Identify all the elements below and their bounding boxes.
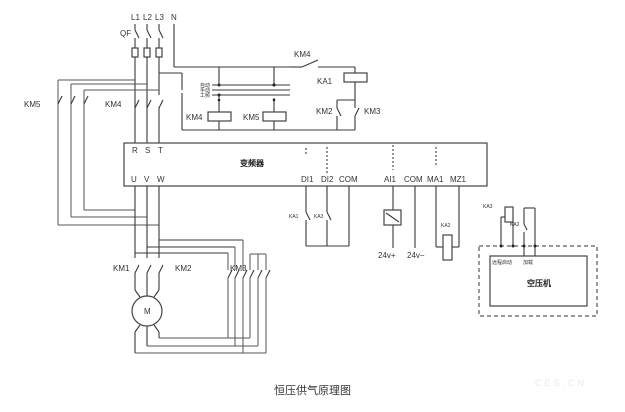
ka2-coil-label: KA2 <box>441 223 451 229</box>
fuse-l3 <box>155 47 163 58</box>
km1-contacts <box>134 264 164 298</box>
km5-contact-2 <box>70 95 76 105</box>
ka1-coil <box>343 72 368 83</box>
selector-manual-label: 手动 <box>200 87 210 94</box>
km4-coil-label: KM4 <box>186 113 203 122</box>
breaker-label: QF <box>120 29 131 38</box>
analog-input-wiring <box>383 186 416 248</box>
km2-aux-label: KM2 <box>316 107 333 116</box>
inverter-title: 变频器 <box>240 158 265 168</box>
compressor-remote-start-label: 远程启动 <box>492 259 512 266</box>
ka2-relay-wiring <box>435 186 460 261</box>
ka3-di-label: KA3 <box>314 214 324 220</box>
phase-label-l1: L1 <box>131 13 140 22</box>
terminal-mz1: MZ1 <box>450 175 467 184</box>
ka1-coil-label: KA1 <box>317 77 333 86</box>
watermark: CES.CN <box>535 378 588 388</box>
km4-aux-label: KM4 <box>294 50 311 59</box>
compressor-load-label: 加载 <box>523 259 533 266</box>
km3-label: KM3 <box>230 264 247 273</box>
ka3-compressor-label: KA3 <box>483 204 493 210</box>
terminal-com1: COM <box>339 175 358 184</box>
inverter-output-w: W <box>157 175 165 184</box>
main-supply-lines <box>131 24 290 143</box>
digital-input-wiring <box>305 186 350 247</box>
motor-label: M <box>144 307 151 316</box>
selector-auto-label: 自动 <box>200 82 210 89</box>
breaker-blade-l3 <box>158 29 164 39</box>
ka2-coil <box>442 234 453 261</box>
ka1-di-label: KA1 <box>289 214 299 220</box>
supply-24v-minus: 24v− <box>407 251 425 260</box>
km4-main-contacts <box>134 99 164 109</box>
inverter-output-u: U <box>131 175 137 184</box>
ka3-di-contact <box>326 211 332 221</box>
km2-contacts <box>227 269 248 353</box>
km1-label: KM1 <box>113 264 130 273</box>
km5-main-label: KM5 <box>24 100 41 109</box>
breaker-blade-l2 <box>146 29 152 39</box>
selector-line-label: 工频 <box>200 92 210 99</box>
km5-coil-label: KM5 <box>243 113 260 122</box>
compressor-title: 空压机 <box>527 278 551 288</box>
km4-aux-contact <box>301 59 319 68</box>
terminal-com2: COM <box>404 175 423 184</box>
supply-24v-plus: 24v+ <box>378 251 396 260</box>
terminal-dots <box>305 145 437 173</box>
inverter-input-t: T <box>158 146 163 155</box>
inverter-output-lines <box>134 186 244 270</box>
km5-bypass <box>57 79 159 226</box>
km4-main-label: KM4 <box>105 100 122 109</box>
fuse-l1 <box>131 47 139 58</box>
km2-aux-contact <box>336 107 342 117</box>
km5-contact-1 <box>57 95 63 105</box>
inverter-input-s: S <box>145 146 150 155</box>
breaker-blade-l1 <box>134 29 140 39</box>
inverter-output-v: V <box>144 175 150 184</box>
km5-contact-3 <box>83 95 89 105</box>
terminal-di1: DI1 <box>301 175 314 184</box>
km5-coil <box>262 111 287 122</box>
control-circuit <box>181 59 368 131</box>
km4-coil <box>207 111 232 122</box>
compressor-wiring <box>499 206 537 256</box>
compressor-box <box>489 255 588 307</box>
phase-label-l2: L2 <box>143 13 152 22</box>
ka2-compressor-label: KA2 <box>510 222 520 228</box>
terminal-ma1: MA1 <box>427 175 444 184</box>
motor-output-lines <box>134 324 266 354</box>
km2-label: KM2 <box>175 264 192 273</box>
ka2-compressor-contact <box>523 223 528 231</box>
km3-aux-label: KM3 <box>364 107 381 116</box>
inverter-input-r: R <box>132 146 138 155</box>
ka3-compressor-contact <box>504 206 514 223</box>
km3-contacts <box>249 253 271 353</box>
compressor-enclosure <box>478 245 598 317</box>
fuse-l2 <box>143 47 151 58</box>
neutral-label: N <box>171 13 177 22</box>
diagram-caption: 恒压供气原理图 <box>274 384 351 397</box>
terminal-di2: DI2 <box>321 175 334 184</box>
ka1-di-contact <box>305 211 311 221</box>
terminal-ai1: AI1 <box>384 175 397 184</box>
phase-label-l3: L3 <box>155 13 164 22</box>
km3-aux-contact <box>354 107 360 117</box>
